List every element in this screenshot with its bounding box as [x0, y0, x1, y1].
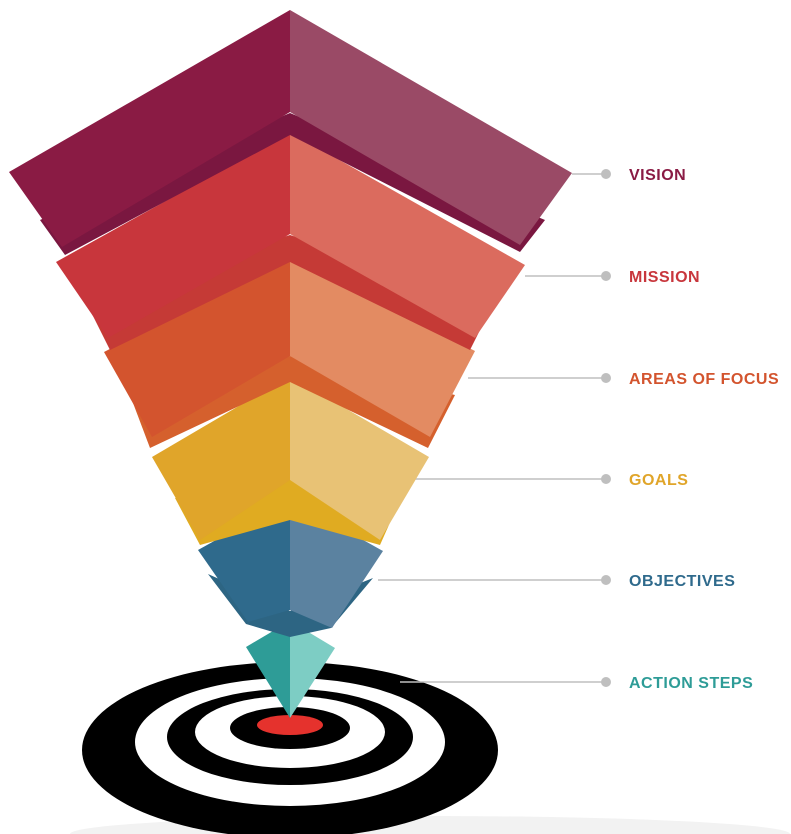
funnel-level-objectives: [198, 499, 383, 637]
label-mission: MISSION: [629, 269, 700, 286]
connector-dot-goals: [601, 474, 611, 484]
funnel-level-mission: [56, 132, 525, 350]
label-objectives: OBJECTIVES: [629, 573, 735, 590]
funnel-level-goals: [152, 376, 429, 545]
label-goals: GOALS: [629, 472, 688, 489]
funnel-layers: [9, 10, 572, 718]
funnel-level-areas-of-focus: [104, 256, 475, 448]
connector-dot-action-steps: [601, 677, 611, 687]
level-labels: VISION MISSION AREAS OF FOCUS GOALS OBJE…: [629, 167, 779, 692]
target-icon: [82, 662, 498, 834]
connector-dot-mission: [601, 271, 611, 281]
connector-dot-objectives: [601, 575, 611, 585]
bullseye: [257, 715, 323, 735]
funnel-level-vision: [9, 10, 572, 255]
label-areas-of-focus: AREAS OF FOCUS: [629, 371, 779, 388]
connector-dot-vision: [601, 169, 611, 179]
funnel-level-action-steps: [246, 621, 335, 718]
connector-dot-areas-of-focus: [601, 373, 611, 383]
label-vision: VISION: [629, 167, 686, 184]
label-action-steps: ACTION STEPS: [629, 675, 753, 692]
connector-lines: [378, 169, 611, 687]
